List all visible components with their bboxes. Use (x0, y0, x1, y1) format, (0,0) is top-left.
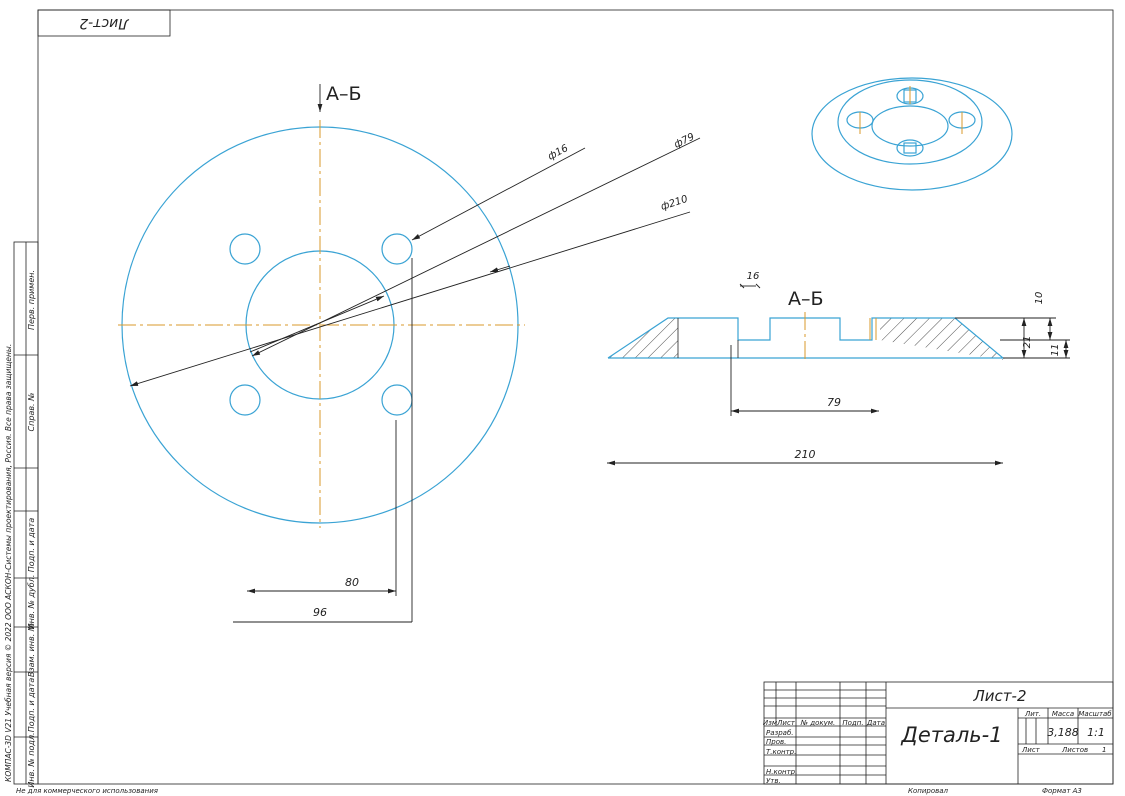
bottom-note: Не для коммерческого использования (16, 787, 158, 795)
iso-outer (811, 77, 1013, 191)
dim-16: 16 (747, 271, 760, 282)
strip-label-sprav: Справ. № (27, 393, 36, 432)
tb-col-doc: № докум. (800, 719, 836, 727)
hole-br (381, 384, 413, 416)
strip-vertical-note: КОМПАС-3D V21 Учебная версия © 2022 ООО … (4, 344, 13, 782)
dim-d16: ф16 (546, 143, 570, 163)
tb-sheet-label: Лист (1021, 746, 1041, 754)
tb-hdr-scale: Масштаб (1078, 710, 1112, 718)
strip-label-inv-dubl: Инв. № дубл. (27, 575, 36, 630)
tb-row-prov: Пров. (766, 738, 786, 746)
hole-tr (381, 233, 413, 265)
tb-col-date: Дата (866, 719, 885, 727)
hole-tl (229, 233, 261, 265)
side-strip: Перв. примен. Справ. № Подп. и дата Инв.… (4, 241, 39, 788)
strip-label-podp2: Подп. и дата (27, 678, 36, 733)
tb-sheet-name: Лист-2 (973, 687, 1027, 705)
dim-21: 21 (1022, 336, 1033, 349)
leader-d210 (129, 211, 691, 387)
bottom-copy: Копировал (908, 787, 949, 795)
section-view: А–Б 16 79 210 21 10 11 (607, 271, 1070, 466)
strip-label-perv: Перв. примен. (27, 270, 36, 330)
tb-part-name: Деталь-1 (900, 723, 1002, 747)
tb-row-razrab: Разраб. (766, 729, 794, 737)
iso-view (811, 77, 1013, 191)
tb-sheets-label: Листов (1061, 746, 1088, 754)
front-view: А–Б ф16 ф79 ф210 80 96 (118, 83, 701, 623)
tb-sheets-count: 1 (1102, 746, 1106, 754)
tb-col-list: Лист (776, 719, 796, 727)
bottom-format: Формат А3 (1042, 787, 1082, 795)
strip-label-inv-podl: Инв. № подл. (27, 732, 36, 787)
tb-hdr-lit: Лит. (1024, 710, 1041, 718)
corner-label: Лист-2 (79, 15, 130, 31)
leader-d16 (411, 147, 586, 241)
dim-96: 96 (313, 606, 327, 619)
corner-label-box (37, 9, 171, 37)
tb-col-sign: Подп. (842, 719, 863, 727)
dim-d79: ф79 (672, 131, 696, 150)
outer-frame (37, 9, 1114, 785)
section-title: А–Б (788, 288, 824, 310)
hole-bl (229, 384, 261, 416)
strip-label-podp1: Подп. и дата (27, 518, 36, 573)
tb-col-izm: Изм (763, 719, 778, 727)
iso-top-face (837, 79, 983, 165)
dim-d210: ф210 (660, 194, 690, 213)
title-block: Изм Лист № докум. Подп. Дата Разраб. Про… (763, 681, 1114, 785)
strip-label-vzam: Взам. инв. № (27, 623, 36, 677)
tb-row-nkontr: Н.контр. (766, 768, 797, 776)
tb-hdr-mass: Масса (1052, 710, 1074, 718)
dim-11: 11 (1050, 344, 1061, 357)
section-mark-label: А–Б (326, 83, 362, 105)
dim-80: 80 (345, 576, 359, 589)
leader-d210-b (489, 265, 511, 273)
tb-row-tkontr: Т.контр. (766, 748, 796, 756)
tb-mass: 3,188 (1047, 726, 1079, 739)
dim-210: 210 (795, 448, 816, 461)
tb-row-utv: Утв. (766, 777, 781, 785)
tb-scale: 1:1 (1087, 726, 1105, 739)
leader-d79-b (249, 295, 385, 353)
dim-10: 10 (1034, 292, 1045, 305)
dim-79: 79 (827, 396, 841, 409)
iso-bore (871, 105, 949, 147)
